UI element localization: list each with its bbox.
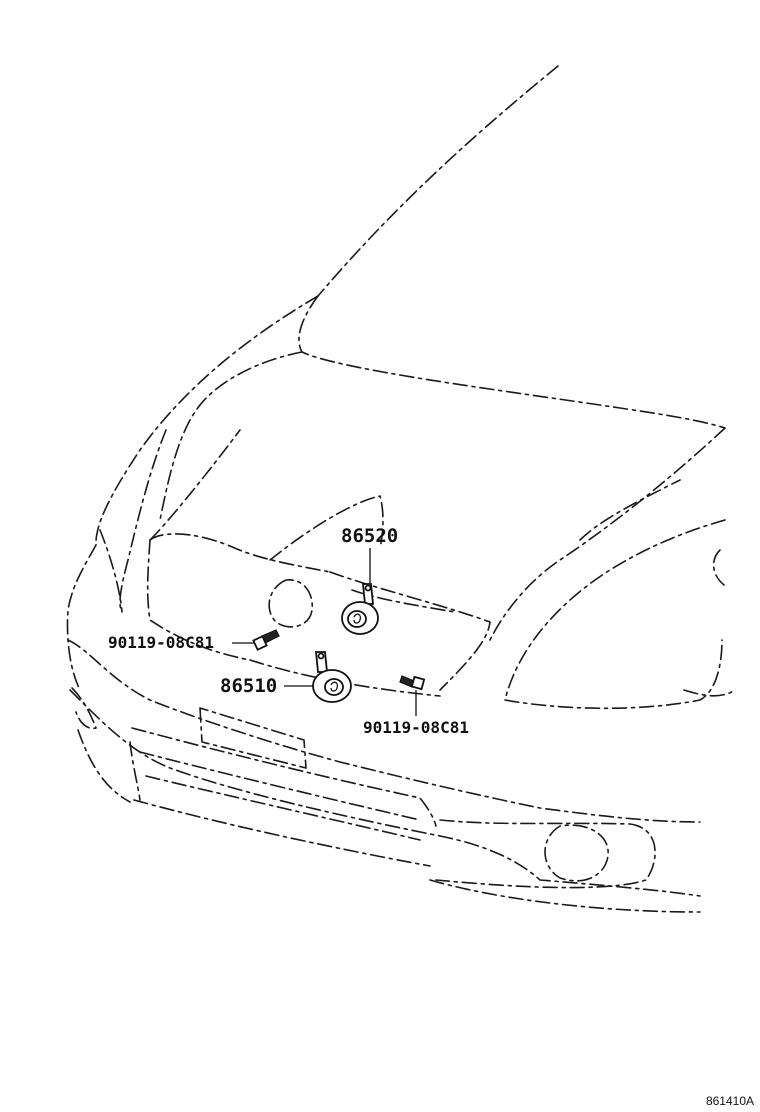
diagram-code: 861410A	[705, 1094, 754, 1108]
callout-86510: 86510	[220, 675, 277, 697]
leader-lines	[232, 548, 417, 716]
callout-86520: 86520	[341, 525, 398, 547]
horn-high-86520[interactable]	[341, 583, 379, 635]
horn-low-86510[interactable]	[312, 651, 352, 703]
bolt-right[interactable]	[399, 675, 426, 691]
bolt-left[interactable]	[252, 629, 280, 651]
callout-bolt-right: 90119-08C81	[363, 718, 469, 737]
callout-bolt-left: 90119-08C81	[108, 633, 214, 652]
car-body-outline	[66, 65, 736, 913]
